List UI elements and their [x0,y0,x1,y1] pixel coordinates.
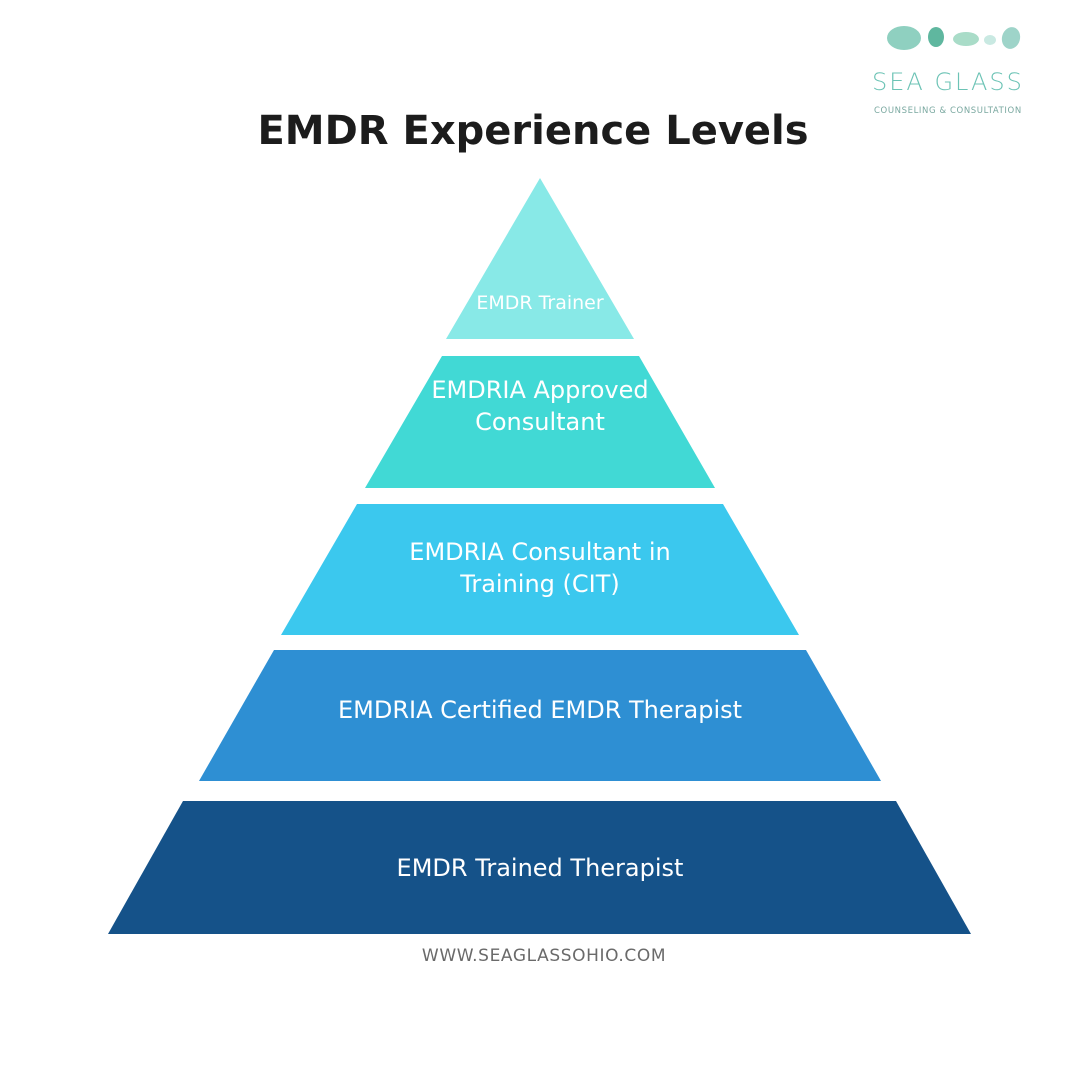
stone-2 [928,27,944,47]
tier-label-approved-consultant: EMDRIA Approved Consultant [431,376,649,436]
tier-4-certified-therapist [199,650,881,781]
logo-tagline: COUNSELING & CONSULTATION [874,106,1022,116]
sea-glass-stones-icon [887,26,1021,50]
tier-2-approved-consultant [365,356,715,488]
page-title: EMDR Experience Levels [257,108,809,154]
tier-label-consultant-in-training: EMDRIA Consultant in Training (CIT) [409,538,671,598]
tier-label-trained-therapist: EMDR Trained Therapist [396,854,684,882]
tier-label-certified-therapist: EMDRIA Certified EMDR Therapist [337,696,743,724]
brand-logo: SEA GLASS COUNSELING & CONSULTATION [872,24,1048,124]
stone-3 [953,32,979,46]
tier-5-trained-therapist [108,801,971,934]
stone-5 [1001,27,1021,49]
footer-website-url[interactable]: WWW.SEAGLASSOHIO.COM [421,946,667,966]
tier-3-consultant-in-training [281,504,799,635]
tier-label-trainer: EMDR Trainer [476,292,604,314]
logo-name: SEA GLASS [872,68,1024,96]
tier-1-trainer [446,178,634,339]
stone-4 [984,35,996,45]
stone-1 [887,26,921,50]
